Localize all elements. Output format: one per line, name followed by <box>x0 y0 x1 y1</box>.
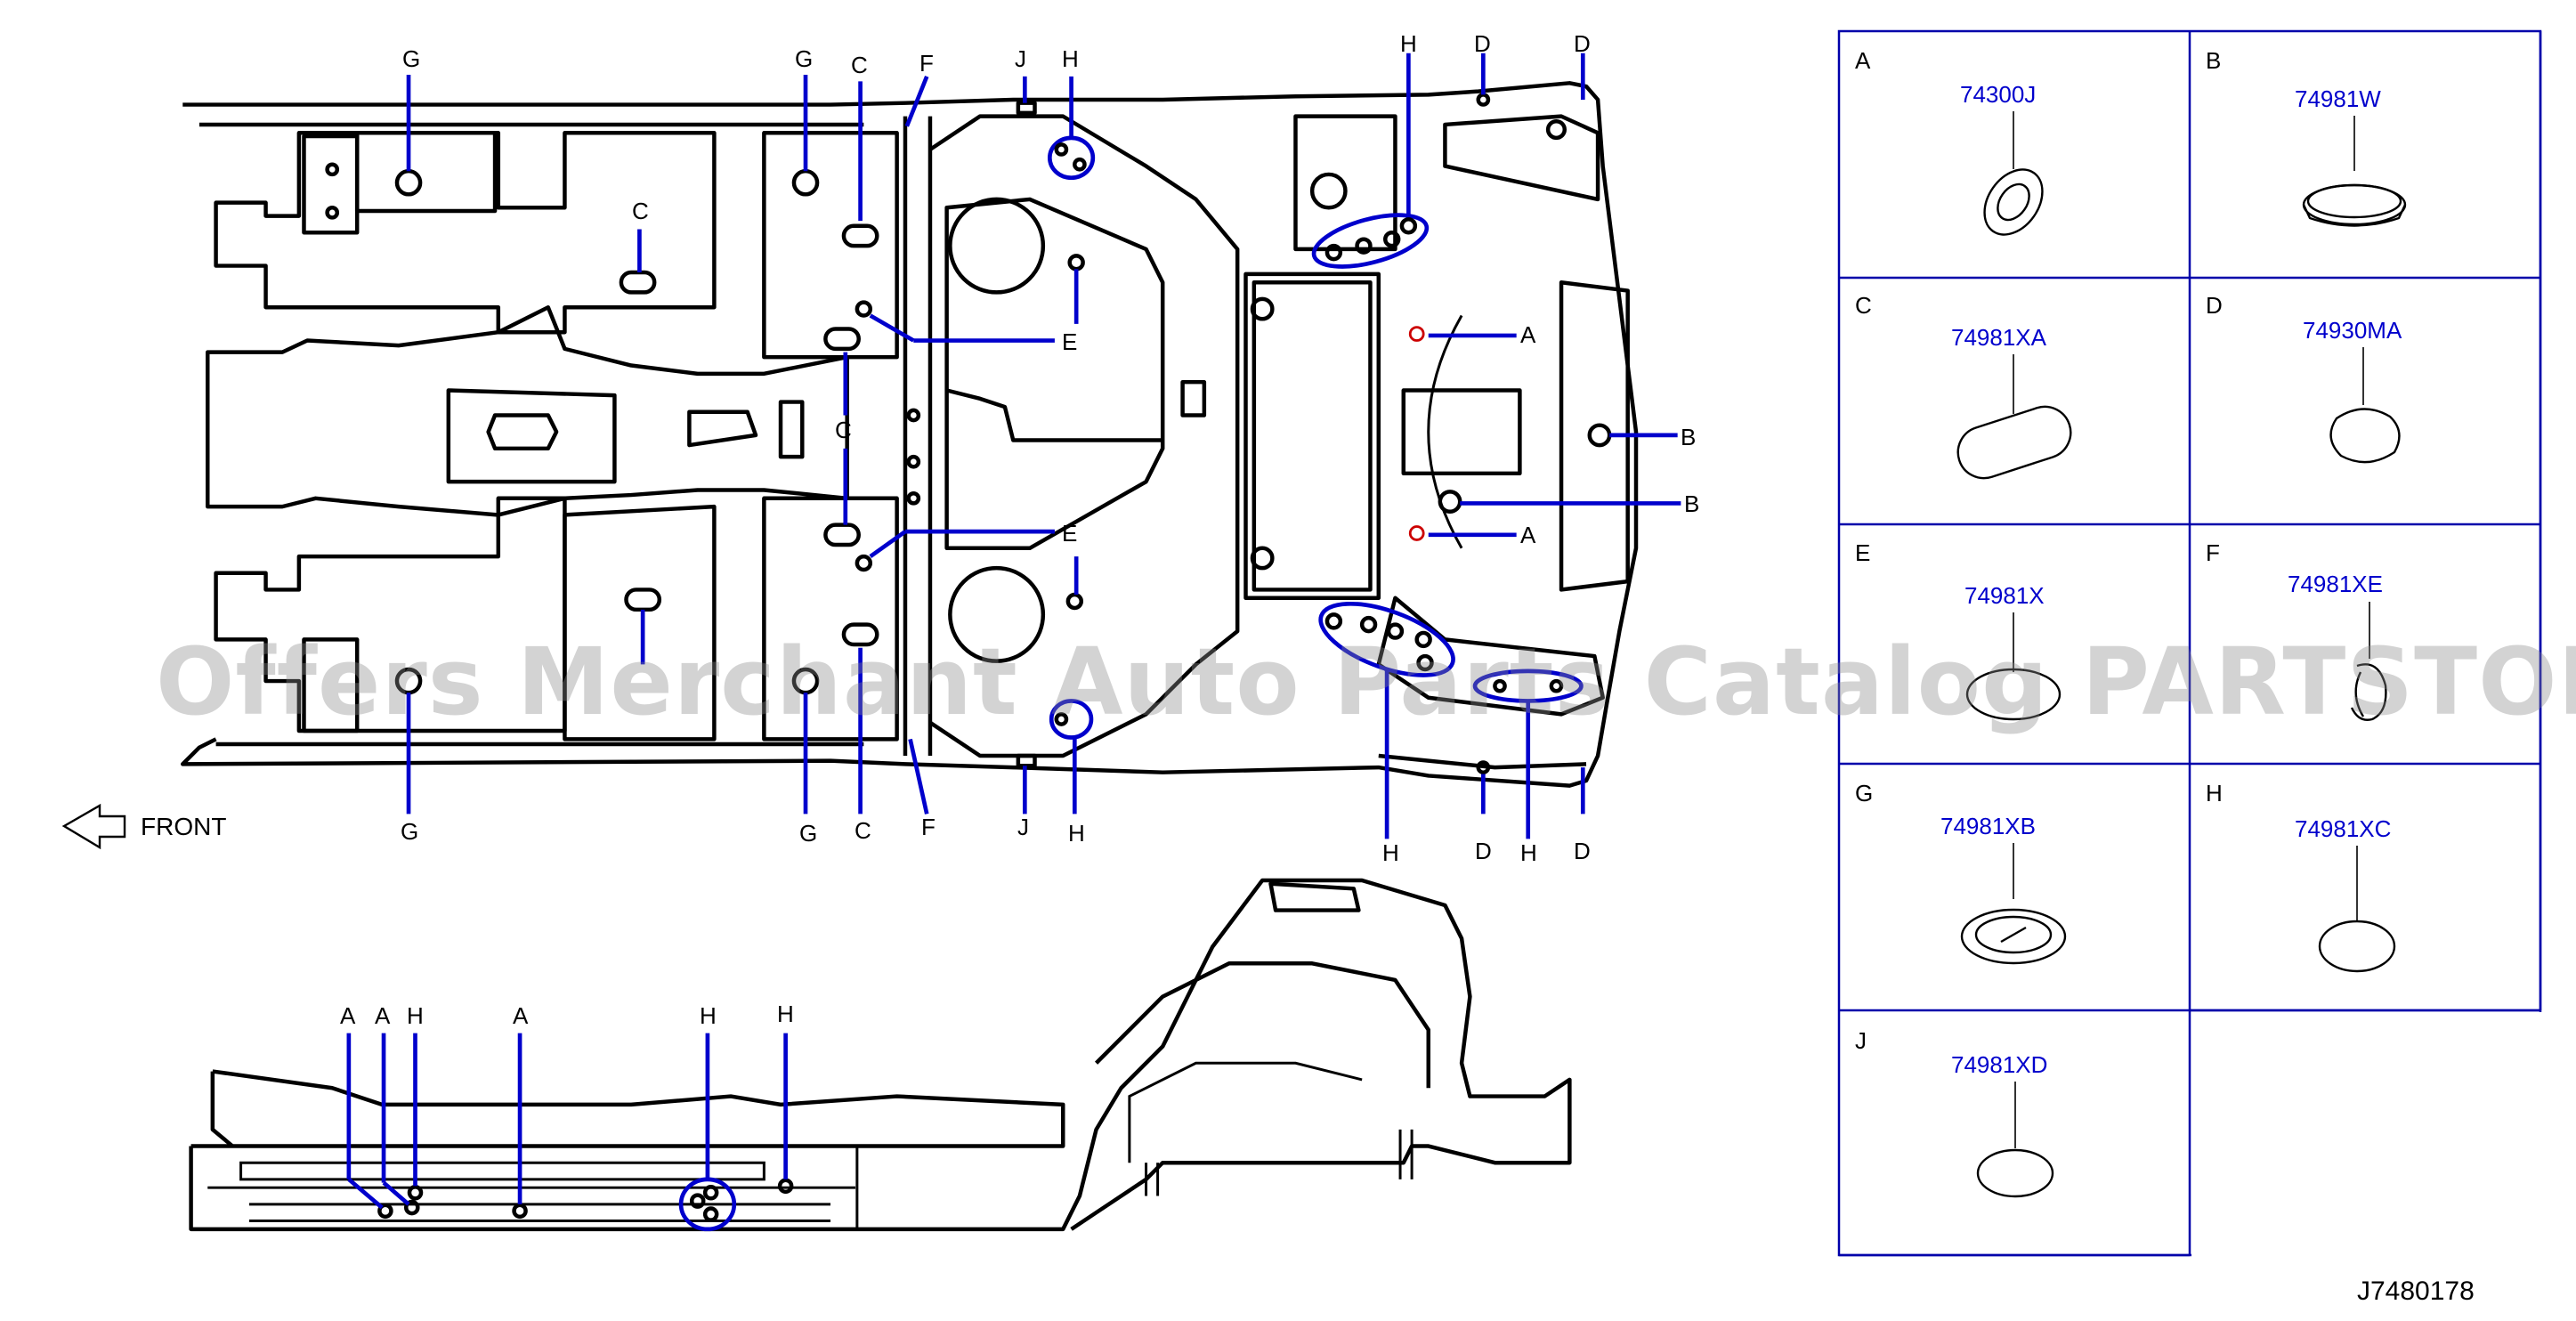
parts-legend: A 74300J B 74981W C 74981XA <box>1837 29 2542 1257</box>
floor-pan-top-view <box>181 53 1681 839</box>
legend-part-number: 74981XD <box>1951 1051 2047 1078</box>
legend-cell-d: D 74930MA <box>2206 292 2402 464</box>
callout-g: G <box>402 45 420 72</box>
legend-cell-j: J 74981XD <box>1855 1027 2054 1198</box>
legend-cell-h: H 74981XC <box>2206 780 2396 973</box>
callout-e: E <box>1062 520 1077 547</box>
callout-d: D <box>1474 30 1491 57</box>
legend-part-number: 74930MA <box>2303 317 2402 344</box>
legend-grid <box>1837 29 2542 1257</box>
callout-b: B <box>1681 424 1696 450</box>
callout-b: B <box>1684 490 1699 517</box>
callout-h: H <box>1068 820 1085 847</box>
legend-cell-e: E 74981X <box>1855 539 2062 721</box>
legend-letter: J <box>1855 1027 1867 1054</box>
callout-d: D <box>1574 838 1591 864</box>
legend-cell-b: B 74981W <box>2206 47 2407 227</box>
legend-part-number: 74981XC <box>2295 815 2391 842</box>
legend-part-number: 74981XB <box>1940 813 2036 839</box>
legend-part-number: 74981W <box>2295 85 2381 112</box>
callout-h: H <box>1400 30 1417 57</box>
legend-cell-c: C 74981XA <box>1855 292 2072 480</box>
front-arrow: FRONT <box>61 803 226 850</box>
drawing-number: J7480178 <box>2357 1276 2475 1306</box>
legend-letter: G <box>1855 780 1873 806</box>
callout-c: C <box>835 417 852 443</box>
plug-h-icon <box>2318 920 2396 973</box>
legend-letter: B <box>2206 47 2221 74</box>
legend-part-number: 74300J <box>1960 81 2036 108</box>
callout-f: F <box>919 50 934 77</box>
callout-c: C <box>632 198 649 224</box>
callout-f: F <box>921 814 936 840</box>
callout-a: A <box>1520 321 1536 348</box>
callout-h: H <box>407 1002 424 1029</box>
callout-j: J <box>1015 45 1026 72</box>
legend-letter: H <box>2206 780 2223 806</box>
legend-letter: A <box>1855 47 1871 74</box>
plug-e-icon <box>1965 668 2062 721</box>
callout-a: A <box>375 1002 391 1029</box>
callouts-side-view: A A H A H H <box>340 1001 794 1029</box>
legend-cell-g: G 74981XB <box>1855 780 2067 965</box>
plug-f-icon <box>2350 663 2387 721</box>
legend-part-number: 74981X <box>1964 582 2045 609</box>
callout-h: H <box>777 1001 794 1027</box>
callout-g: G <box>799 820 817 847</box>
legend-letter: E <box>1855 539 1870 566</box>
leader-lines-top <box>406 53 1681 839</box>
callout-h: H <box>700 1002 717 1029</box>
legend-letter: C <box>1855 292 1872 319</box>
callout-g: G <box>795 45 813 72</box>
callout-j: J <box>1017 814 1029 840</box>
floor-pan-side-view <box>189 878 1572 1232</box>
callout-c: C <box>851 52 868 78</box>
callouts-top-view: G G C F J H H D D C E A C B B E A G G C … <box>401 30 1699 866</box>
grommet-a-icon <box>1983 168 2044 236</box>
front-label: FRONT <box>141 813 226 840</box>
legend-cell-a: A 74300J <box>1855 47 2044 236</box>
callout-h: H <box>1062 45 1079 72</box>
plug-b-icon <box>2302 183 2407 227</box>
callout-a: A <box>1520 522 1536 548</box>
callout-e: E <box>1062 328 1077 355</box>
callout-h: H <box>1520 839 1537 866</box>
legend-part-number: 74981XE <box>2288 571 2383 597</box>
plug-g-icon <box>1960 908 2067 965</box>
plug-d-icon <box>2329 408 2401 464</box>
callout-d: D <box>1574 30 1591 57</box>
legend-letter: D <box>2206 292 2223 319</box>
callout-a: A <box>340 1002 356 1029</box>
callout-c: C <box>855 817 871 844</box>
plug-c-icon <box>1956 405 2072 480</box>
front-arrow-icon <box>61 803 126 850</box>
callout-g: G <box>401 818 418 845</box>
plug-j-icon <box>1976 1148 2054 1198</box>
legend-part-number: 74981XA <box>1951 324 2047 351</box>
legend-cell-f: F 74981XE <box>2206 539 2387 721</box>
callout-d: D <box>1475 838 1492 864</box>
callout-a: A <box>513 1002 529 1029</box>
legend-letter: F <box>2206 539 2220 566</box>
callout-h: H <box>1382 839 1399 866</box>
